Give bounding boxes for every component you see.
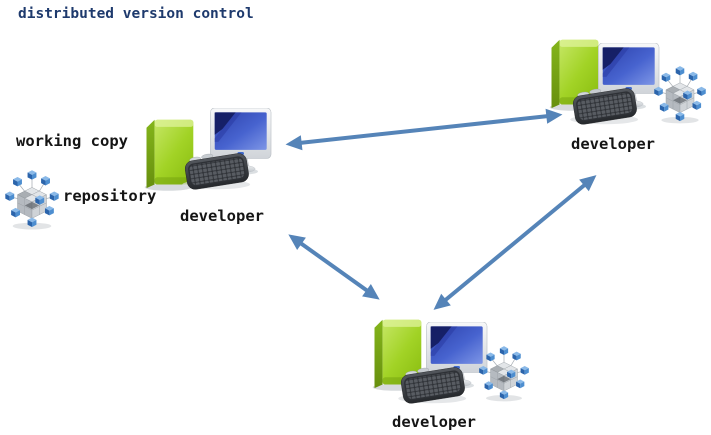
diagram-title: distributed version control bbox=[18, 6, 254, 22]
arrow-left-topright bbox=[285, 108, 563, 151]
developer-computer-icon bbox=[181, 108, 272, 191]
arrow-bottom-topright bbox=[433, 175, 597, 310]
repository-cubes-icon bbox=[652, 64, 708, 124]
developer-label-left: developer bbox=[180, 207, 264, 225]
developer-label-top-right: developer bbox=[571, 135, 655, 153]
repository-cubes-icon bbox=[477, 344, 531, 402]
arrow-left-bottom bbox=[288, 234, 380, 300]
working-copy-label: working copy bbox=[16, 132, 128, 150]
developer-label-bottom: developer bbox=[392, 413, 476, 431]
repository-cubes-icon bbox=[3, 168, 61, 230]
repository-label: repository bbox=[63, 187, 157, 205]
developer-computer-icon bbox=[397, 322, 488, 405]
developer-computer-icon bbox=[569, 43, 660, 126]
